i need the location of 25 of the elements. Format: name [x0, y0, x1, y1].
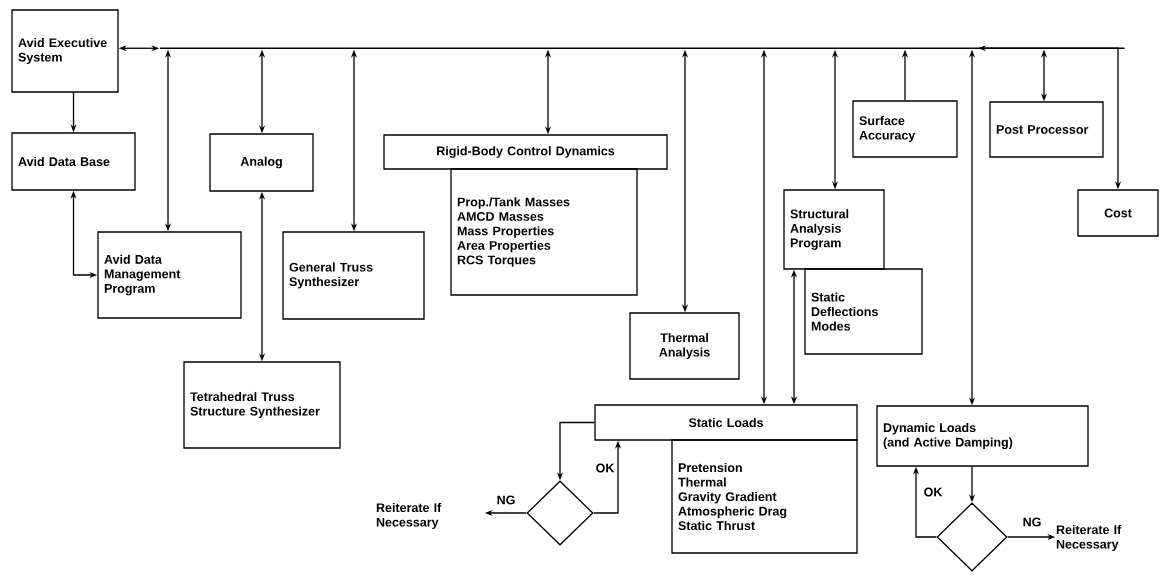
- process-box: Static Loads: [594, 404, 858, 441]
- process-box: Pretension Thermal Gravity Gradient Atmospheric Drag Static Thrust: [671, 439, 858, 554]
- process-box: Surface Accuracy: [852, 100, 958, 158]
- process-box: Prop./Tank Masses AMCD Masses Mass Properties Area Properties RCS Torques: [450, 168, 638, 296]
- process-box: Thermal Analysis: [629, 312, 740, 380]
- process-box: Structural Analysis Program: [783, 189, 885, 270]
- edge-label: OK: [594, 462, 616, 474]
- process-box: Rigid-Body Control Dynamics: [383, 134, 668, 170]
- edge-label: OK: [922, 486, 944, 498]
- note-text: Reiterate If Necessary: [1056, 524, 1122, 552]
- process-box: Avid Data Management Program: [97, 231, 242, 319]
- process-box: Post Processor: [989, 101, 1104, 158]
- edge-label: NG: [495, 494, 517, 506]
- process-box: Tetrahedral Truss Structure Synthesizer: [183, 361, 341, 449]
- process-box: Cost: [1077, 189, 1159, 237]
- note-text: Reiterate If Necessary: [376, 502, 442, 530]
- process-box: Dynamic Loads (and Active Damping): [876, 405, 1089, 467]
- decision-diamond: [526, 480, 594, 546]
- decision-diamond: [936, 502, 1008, 572]
- edge-label: NG: [1021, 516, 1043, 528]
- process-box: Avid Executive System: [11, 9, 119, 93]
- process-box: Analog: [209, 133, 314, 192]
- process-box: Avid Data Base: [11, 132, 136, 191]
- process-box: General Truss Synthesizer: [282, 231, 425, 320]
- process-box: Static Deflections Modes: [804, 268, 923, 355]
